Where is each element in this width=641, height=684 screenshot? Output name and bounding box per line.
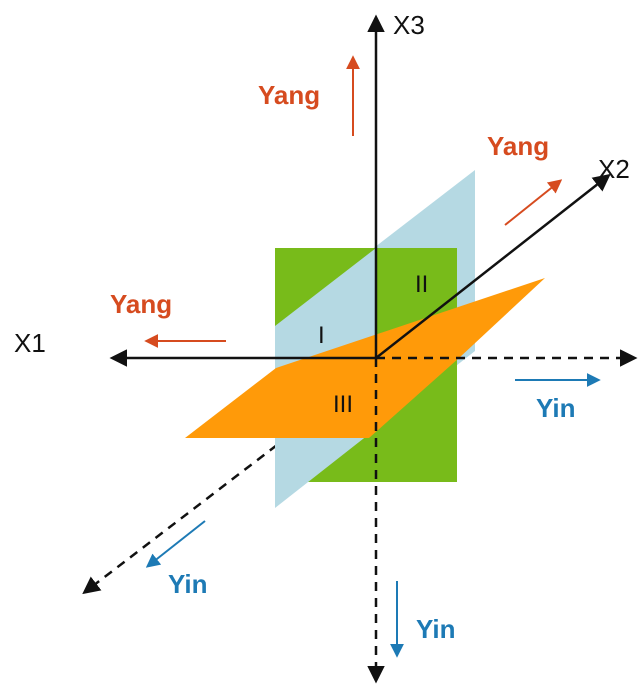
x1-axis-label: X1 xyxy=(14,328,46,358)
yin-x1-label: Yin xyxy=(536,393,575,423)
yin-x3-label: Yin xyxy=(416,614,455,644)
x3-axis-label: X3 xyxy=(393,10,425,40)
x2-positive-axis xyxy=(375,173,611,359)
yang-x1-label: Yang xyxy=(110,289,172,319)
region-2-label: II xyxy=(415,271,428,298)
yin-x2-arrow xyxy=(145,520,206,568)
x2-negative-axis xyxy=(82,444,278,595)
region-3-label: III xyxy=(333,391,353,418)
yin-x2-label: Yin xyxy=(168,569,207,599)
region-1-label: I xyxy=(318,322,325,349)
x2-axis-label: X2 xyxy=(598,154,630,184)
yang-x3-label: Yang xyxy=(258,80,320,110)
yang-x2-arrow xyxy=(504,179,563,226)
green-plane-front-upper xyxy=(275,248,376,326)
yang-x2-label: Yang xyxy=(487,131,549,161)
